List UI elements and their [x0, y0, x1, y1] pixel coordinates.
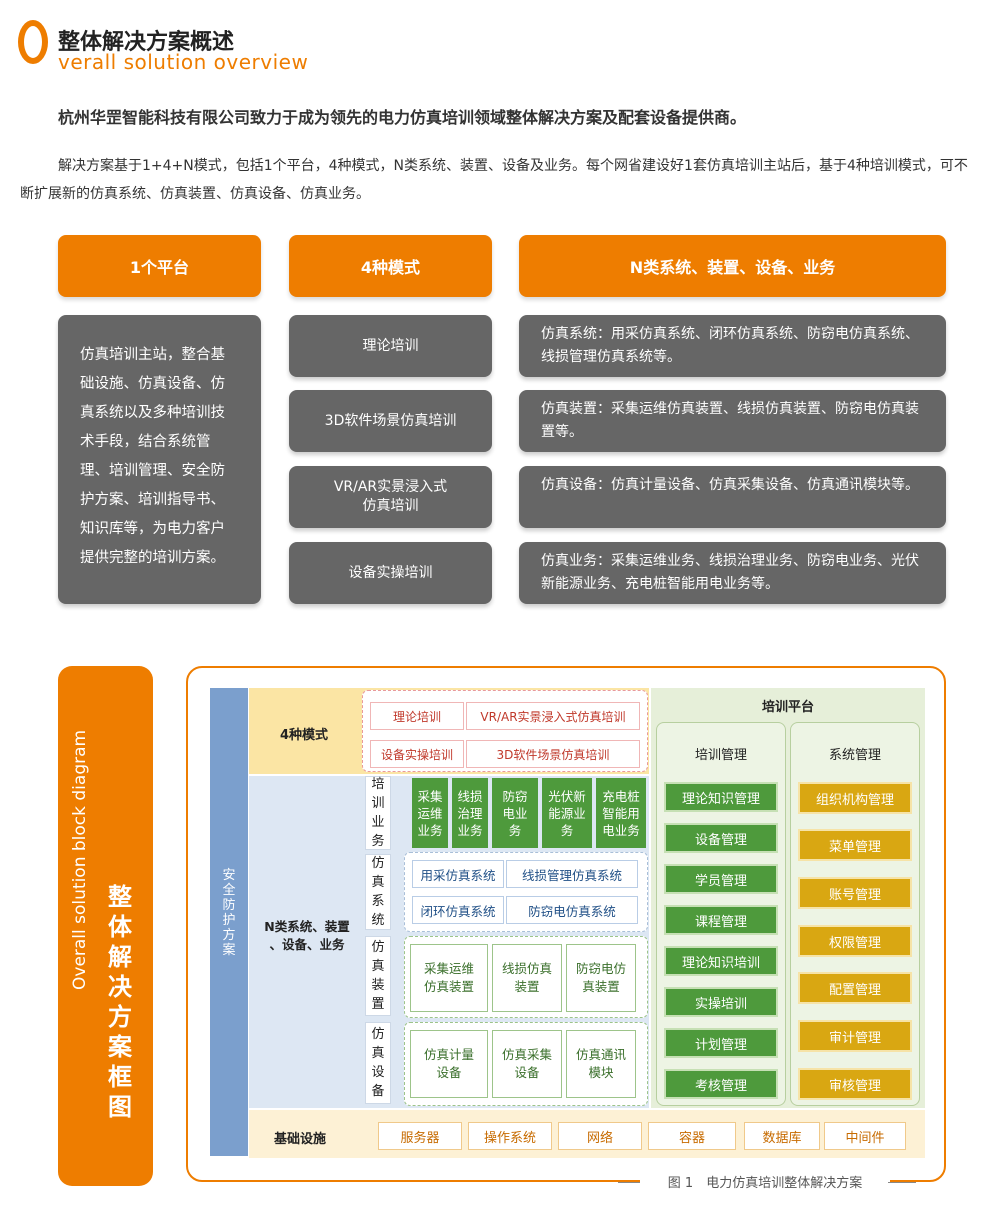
- ntype-item: 仿真系统：用采仿真系统、闭环仿真系统、防窃电仿真系统、线损管理仿真系统等。: [519, 315, 946, 377]
- safety-label: 安全防护方案: [222, 868, 236, 958]
- system-mgmt-item: 菜单管理: [798, 829, 912, 861]
- system-mgmt-item: 组织机构管理: [798, 782, 912, 814]
- mode-cell: 3D软件场景仿真培训: [466, 740, 640, 768]
- sim-system-cell: 防窃电仿真系统: [506, 896, 638, 924]
- modes-label: 4种模式: [280, 728, 329, 743]
- caption-line: [888, 1182, 916, 1183]
- system-mgmt-item: 审核管理: [798, 1068, 912, 1100]
- infra-cell: 操作系统: [468, 1122, 552, 1150]
- system-mgmt-item: 权限管理: [798, 925, 912, 957]
- sim-system-cell: 用采仿真系统: [412, 860, 504, 888]
- sim-equip-cell: 仿真计量 设备: [410, 1030, 488, 1098]
- ntypes-label: N类系统、装置 、设备、业务: [264, 919, 350, 952]
- diagram-frame: [186, 666, 946, 1182]
- ntype-item: 仿真装置：采集运维仿真装置、线损仿真装置、防窃电仿真装置等。: [519, 390, 946, 452]
- system-mgmt-title: 系统管理: [828, 748, 881, 763]
- mode-item: 3D软件场景仿真培训: [289, 390, 492, 452]
- sim-device-cell: 线损仿真 装置: [492, 944, 562, 1012]
- system-mgmt-item: 配置管理: [798, 972, 912, 1004]
- training-mgmt-title: 培训管理: [694, 748, 747, 763]
- title-o-letter: [18, 20, 48, 64]
- ntype-item: 仿真设备：仿真计量设备、仿真采集设备、仿真通讯模块等。: [519, 466, 946, 528]
- infra-cell: 容器: [648, 1122, 736, 1150]
- mode-item: 理论培训: [289, 315, 492, 377]
- sim-system-cell: 线损管理仿真系统: [506, 860, 638, 888]
- training-mgmt-item: 设备管理: [664, 823, 778, 853]
- ntype-item: 仿真业务：采集运维业务、线损治理业务、防窃电业务、光伏新能源业务、充电桩智能用电…: [519, 542, 946, 604]
- lead-sentence: 杭州华罡智能科技有限公司致力于成为领先的电力仿真培训领域整体解决方案及配套设备提…: [58, 108, 747, 127]
- platform-header: 1个平台: [58, 235, 261, 297]
- business-cell: 防窃 电业 务: [492, 778, 538, 848]
- training-business-label: 培训业务: [365, 776, 391, 850]
- training-mgmt-item: 实操培训: [664, 987, 778, 1017]
- sim-system-label: 仿真系统: [365, 854, 391, 930]
- ntypes-header: N类系统、装置、设备、业务: [519, 235, 946, 297]
- infra-label: 基础设施: [274, 1132, 327, 1147]
- sim-equip-cell: 仿真通讯 模块: [566, 1030, 636, 1098]
- caption-line: [618, 1182, 642, 1183]
- infra-cell: 服务器: [378, 1122, 462, 1150]
- figure-caption: 图 1 电力仿真培训整体解决方案: [640, 1172, 890, 1191]
- sim-equip-cell: 仿真采集 设备: [492, 1030, 562, 1098]
- system-mgmt-item: 审计管理: [798, 1020, 912, 1052]
- system-mgmt-item: 账号管理: [798, 877, 912, 909]
- training-mgmt-item: 理论知识培训: [664, 946, 778, 976]
- training-mgmt-item: 理论知识管理: [664, 782, 778, 812]
- modes-container: [362, 690, 648, 772]
- page-title: 整体解决方案概述: [58, 30, 235, 55]
- diagram-side-title-cn: 整体解决方案框图: [108, 883, 132, 1121]
- safety-column: [210, 688, 248, 1156]
- page-title-en: verall solution overview: [58, 50, 309, 74]
- mode-item: VR/AR实景浸入式 仿真培训: [289, 466, 492, 528]
- diagram-side-title-en: Overall solution block diagram: [70, 729, 90, 990]
- platform-title: 培训平台: [761, 700, 814, 715]
- business-cell: 光伏新 能源业 务: [542, 778, 592, 848]
- mode-cell: VR/AR实景浸入式仿真培训: [466, 702, 640, 730]
- training-mgmt-item: 计划管理: [664, 1028, 778, 1058]
- training-mgmt-item: 课程管理: [664, 905, 778, 935]
- business-cell: 充电桩 智能用 电业务: [596, 778, 646, 848]
- infra-cell: 中间件: [824, 1122, 906, 1150]
- platform-description: 仿真培训主站，整合基础设施、仿真设备、仿真系统以及多种培训技术手段，结合系统管理…: [58, 315, 261, 604]
- training-mgmt-item: 考核管理: [664, 1069, 778, 1099]
- training-mgmt-item: 学员管理: [664, 864, 778, 894]
- mode-cell: 理论培训: [370, 702, 464, 730]
- sim-device-cell: 采集运维 仿真装置: [410, 944, 488, 1012]
- sim-equip-label: 仿真设备: [365, 1022, 391, 1104]
- diagram-side-panel: [58, 666, 153, 1186]
- modes-header: 4种模式: [289, 235, 492, 297]
- business-cell: 线损 治理 业务: [452, 778, 488, 848]
- infra-cell: 网络: [558, 1122, 642, 1150]
- sim-system-cell: 闭环仿真系统: [412, 896, 504, 924]
- business-cell: 采集 运维 业务: [412, 778, 448, 848]
- intro-paragraph: 解决方案基于1+4+N模式，包括1个平台，4种模式，N类系统、装置、设备及业务。…: [20, 158, 968, 202]
- mode-item: 设备实操培训: [289, 542, 492, 604]
- infra-cell: 数据库: [744, 1122, 820, 1150]
- sim-device-cell: 防窃电仿 真装置: [566, 944, 636, 1012]
- sim-device-label: 仿真装置: [365, 936, 391, 1016]
- mode-cell: 设备实操培训: [370, 740, 464, 768]
